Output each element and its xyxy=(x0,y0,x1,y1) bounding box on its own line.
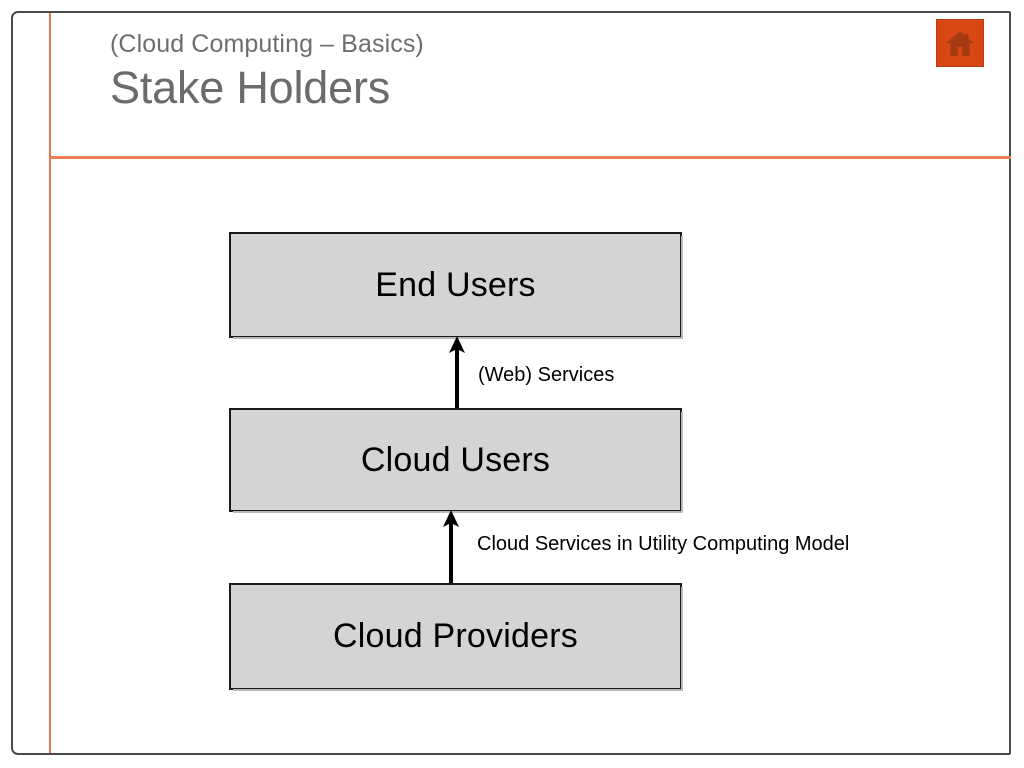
arrow-cloud-users-to-end-users xyxy=(440,336,474,412)
title-block: (Cloud Computing – Basics) Stake Holders xyxy=(110,30,870,116)
accent-horizontal-rule xyxy=(49,156,1011,159)
edge-label-text: Cloud Services in Utility Computing Mode… xyxy=(477,533,850,555)
node-cloud-providers[interactable]: Cloud Providers xyxy=(229,583,683,691)
edge-label-cloud-services: Cloud Services in Utility Computing Mode… xyxy=(477,531,881,557)
edge-label-web-services: (Web) Services xyxy=(478,364,615,386)
node-label: End Users xyxy=(375,265,536,304)
page-title: Stake Holders xyxy=(110,61,391,113)
node-cloud-users[interactable]: Cloud Users xyxy=(229,408,683,513)
arrow-cloud-providers-to-cloud-users xyxy=(434,510,468,586)
home-icon xyxy=(945,30,975,57)
node-label: Cloud Providers xyxy=(333,617,578,655)
slide-eyebrow: (Cloud Computing – Basics) xyxy=(110,30,424,58)
accent-vertical-rule xyxy=(49,13,51,753)
node-label: Cloud Users xyxy=(360,440,551,479)
home-button[interactable] xyxy=(936,19,984,67)
node-end-users[interactable]: End Users xyxy=(229,232,683,339)
